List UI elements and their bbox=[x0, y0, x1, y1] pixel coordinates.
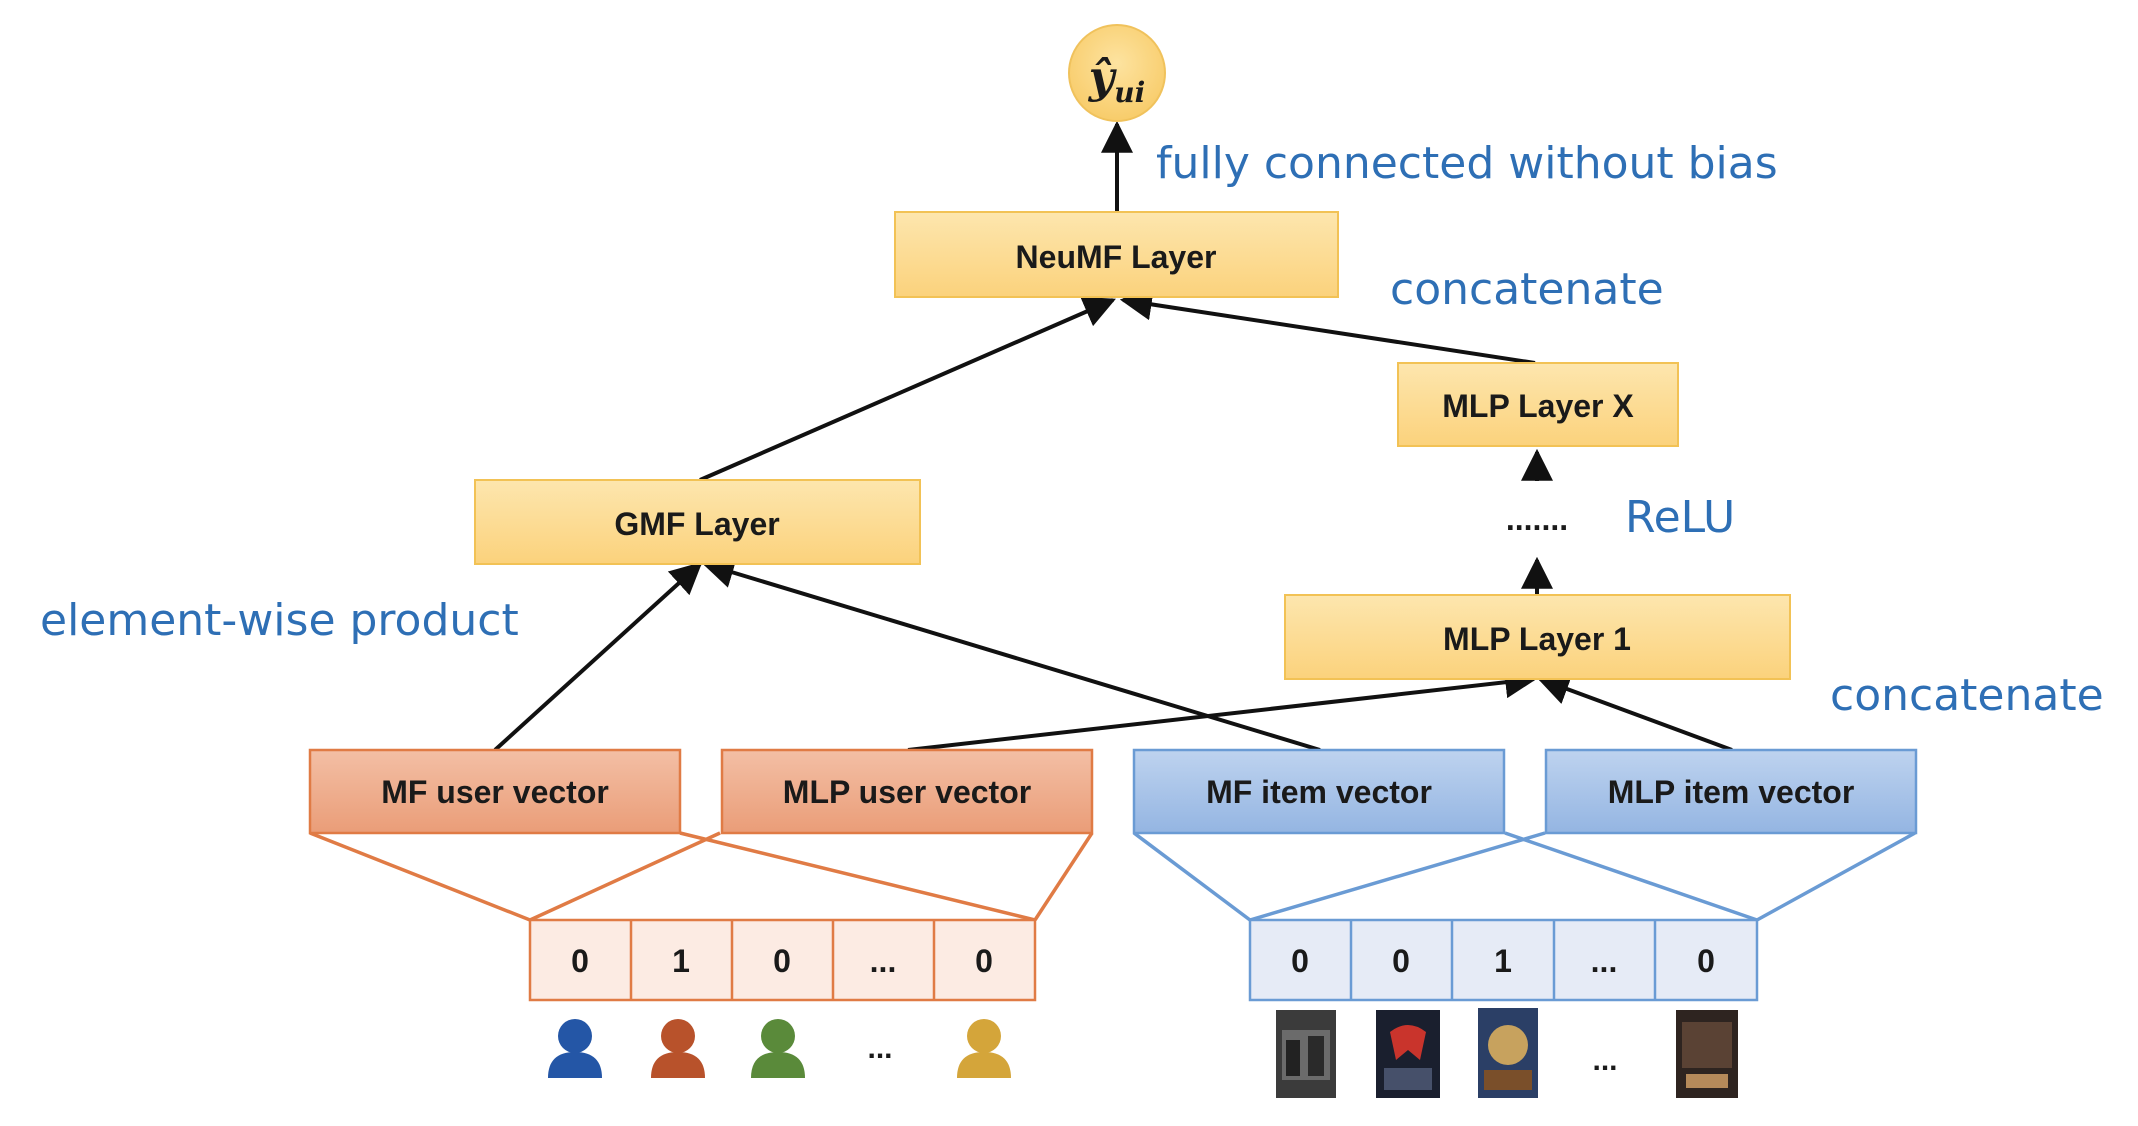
item-cell: ... bbox=[1591, 943, 1618, 979]
item-embedding-lines bbox=[1132, 831, 1916, 922]
user-icon bbox=[957, 1019, 1011, 1078]
output-symbol: ŷui bbox=[1088, 52, 1146, 109]
item-cell: 1 bbox=[1494, 943, 1512, 979]
label-concatenate-top: concatenate bbox=[1390, 264, 1664, 315]
arrow-mlpuser-to-mlp1 bbox=[907, 666, 1538, 752]
item-cell: 0 bbox=[1291, 943, 1309, 979]
mf-item-vector-label: MF item vector bbox=[1206, 774, 1432, 810]
mlp-item-vector-label: MLP item vector bbox=[1608, 774, 1855, 810]
arrow-mfuser-to-gmf bbox=[493, 561, 703, 752]
item-onehot: 0 0 1 ... 0 bbox=[1248, 918, 1759, 1002]
label-element-wise-product: element-wise product bbox=[40, 595, 519, 646]
user-icons-ellipsis: ... bbox=[867, 1032, 892, 1065]
label-relu: ReLU bbox=[1625, 492, 1735, 543]
neumf-layer: NeuMF Layer bbox=[894, 211, 1339, 298]
item-icons-ellipsis: ... bbox=[1592, 1044, 1617, 1077]
label-fully-connected: fully connected without bias bbox=[1156, 138, 1778, 189]
arrow-mlpitem-to-mlp1 bbox=[1536, 673, 1733, 752]
movie-poster-icon bbox=[1376, 1010, 1440, 1098]
user-cell: 1 bbox=[672, 943, 690, 979]
mlp-dots: ....... bbox=[1506, 501, 1568, 537]
arrow-mfitem-to-gmf bbox=[701, 557, 1321, 752]
mlp-layer-x-label: MLP Layer X bbox=[1442, 388, 1634, 424]
neumf-layer-label: NeuMF Layer bbox=[1016, 239, 1217, 275]
mlp-user-vector-label: MLP user vector bbox=[783, 774, 1031, 810]
gmf-layer: GMF Layer bbox=[474, 479, 921, 565]
mf-item-vector: MF item vector bbox=[1132, 748, 1506, 835]
user-onehot: 0 1 0 ... 0 bbox=[528, 918, 1037, 1002]
user-embedding-lines bbox=[309, 831, 1094, 922]
arrow-mlpx-to-neumf bbox=[1119, 288, 1536, 365]
user-cell: 0 bbox=[975, 943, 993, 979]
mlp-user-vector: MLP user vector bbox=[720, 748, 1094, 835]
mf-user-vector-label: MF user vector bbox=[381, 774, 609, 810]
movie-poster-icon bbox=[1276, 1010, 1336, 1098]
user-cell: 0 bbox=[773, 943, 791, 979]
movie-poster-icon bbox=[1676, 1010, 1738, 1098]
movie-poster-icon bbox=[1478, 1008, 1538, 1098]
gmf-layer-label: GMF Layer bbox=[614, 506, 779, 542]
label-concatenate-bottom: concatenate bbox=[1830, 670, 2104, 721]
user-cell: ... bbox=[870, 943, 897, 979]
connections bbox=[493, 120, 1733, 752]
user-icon bbox=[548, 1019, 602, 1078]
mlp-layer-x: MLP Layer X bbox=[1397, 362, 1679, 447]
mlp-item-vector: MLP item vector bbox=[1544, 748, 1918, 835]
arrow-gmf-to-neumf bbox=[699, 296, 1116, 482]
output-node: ŷui bbox=[1068, 24, 1166, 122]
item-cell: 0 bbox=[1392, 943, 1410, 979]
mf-user-vector: MF user vector bbox=[308, 748, 682, 835]
item-cell: 0 bbox=[1697, 943, 1715, 979]
user-icon bbox=[751, 1019, 805, 1078]
user-icon bbox=[651, 1019, 705, 1078]
user-cell: 0 bbox=[571, 943, 589, 979]
mlp-layer-1: MLP Layer 1 bbox=[1284, 594, 1791, 680]
mlp-layer-1-label: MLP Layer 1 bbox=[1443, 621, 1631, 657]
